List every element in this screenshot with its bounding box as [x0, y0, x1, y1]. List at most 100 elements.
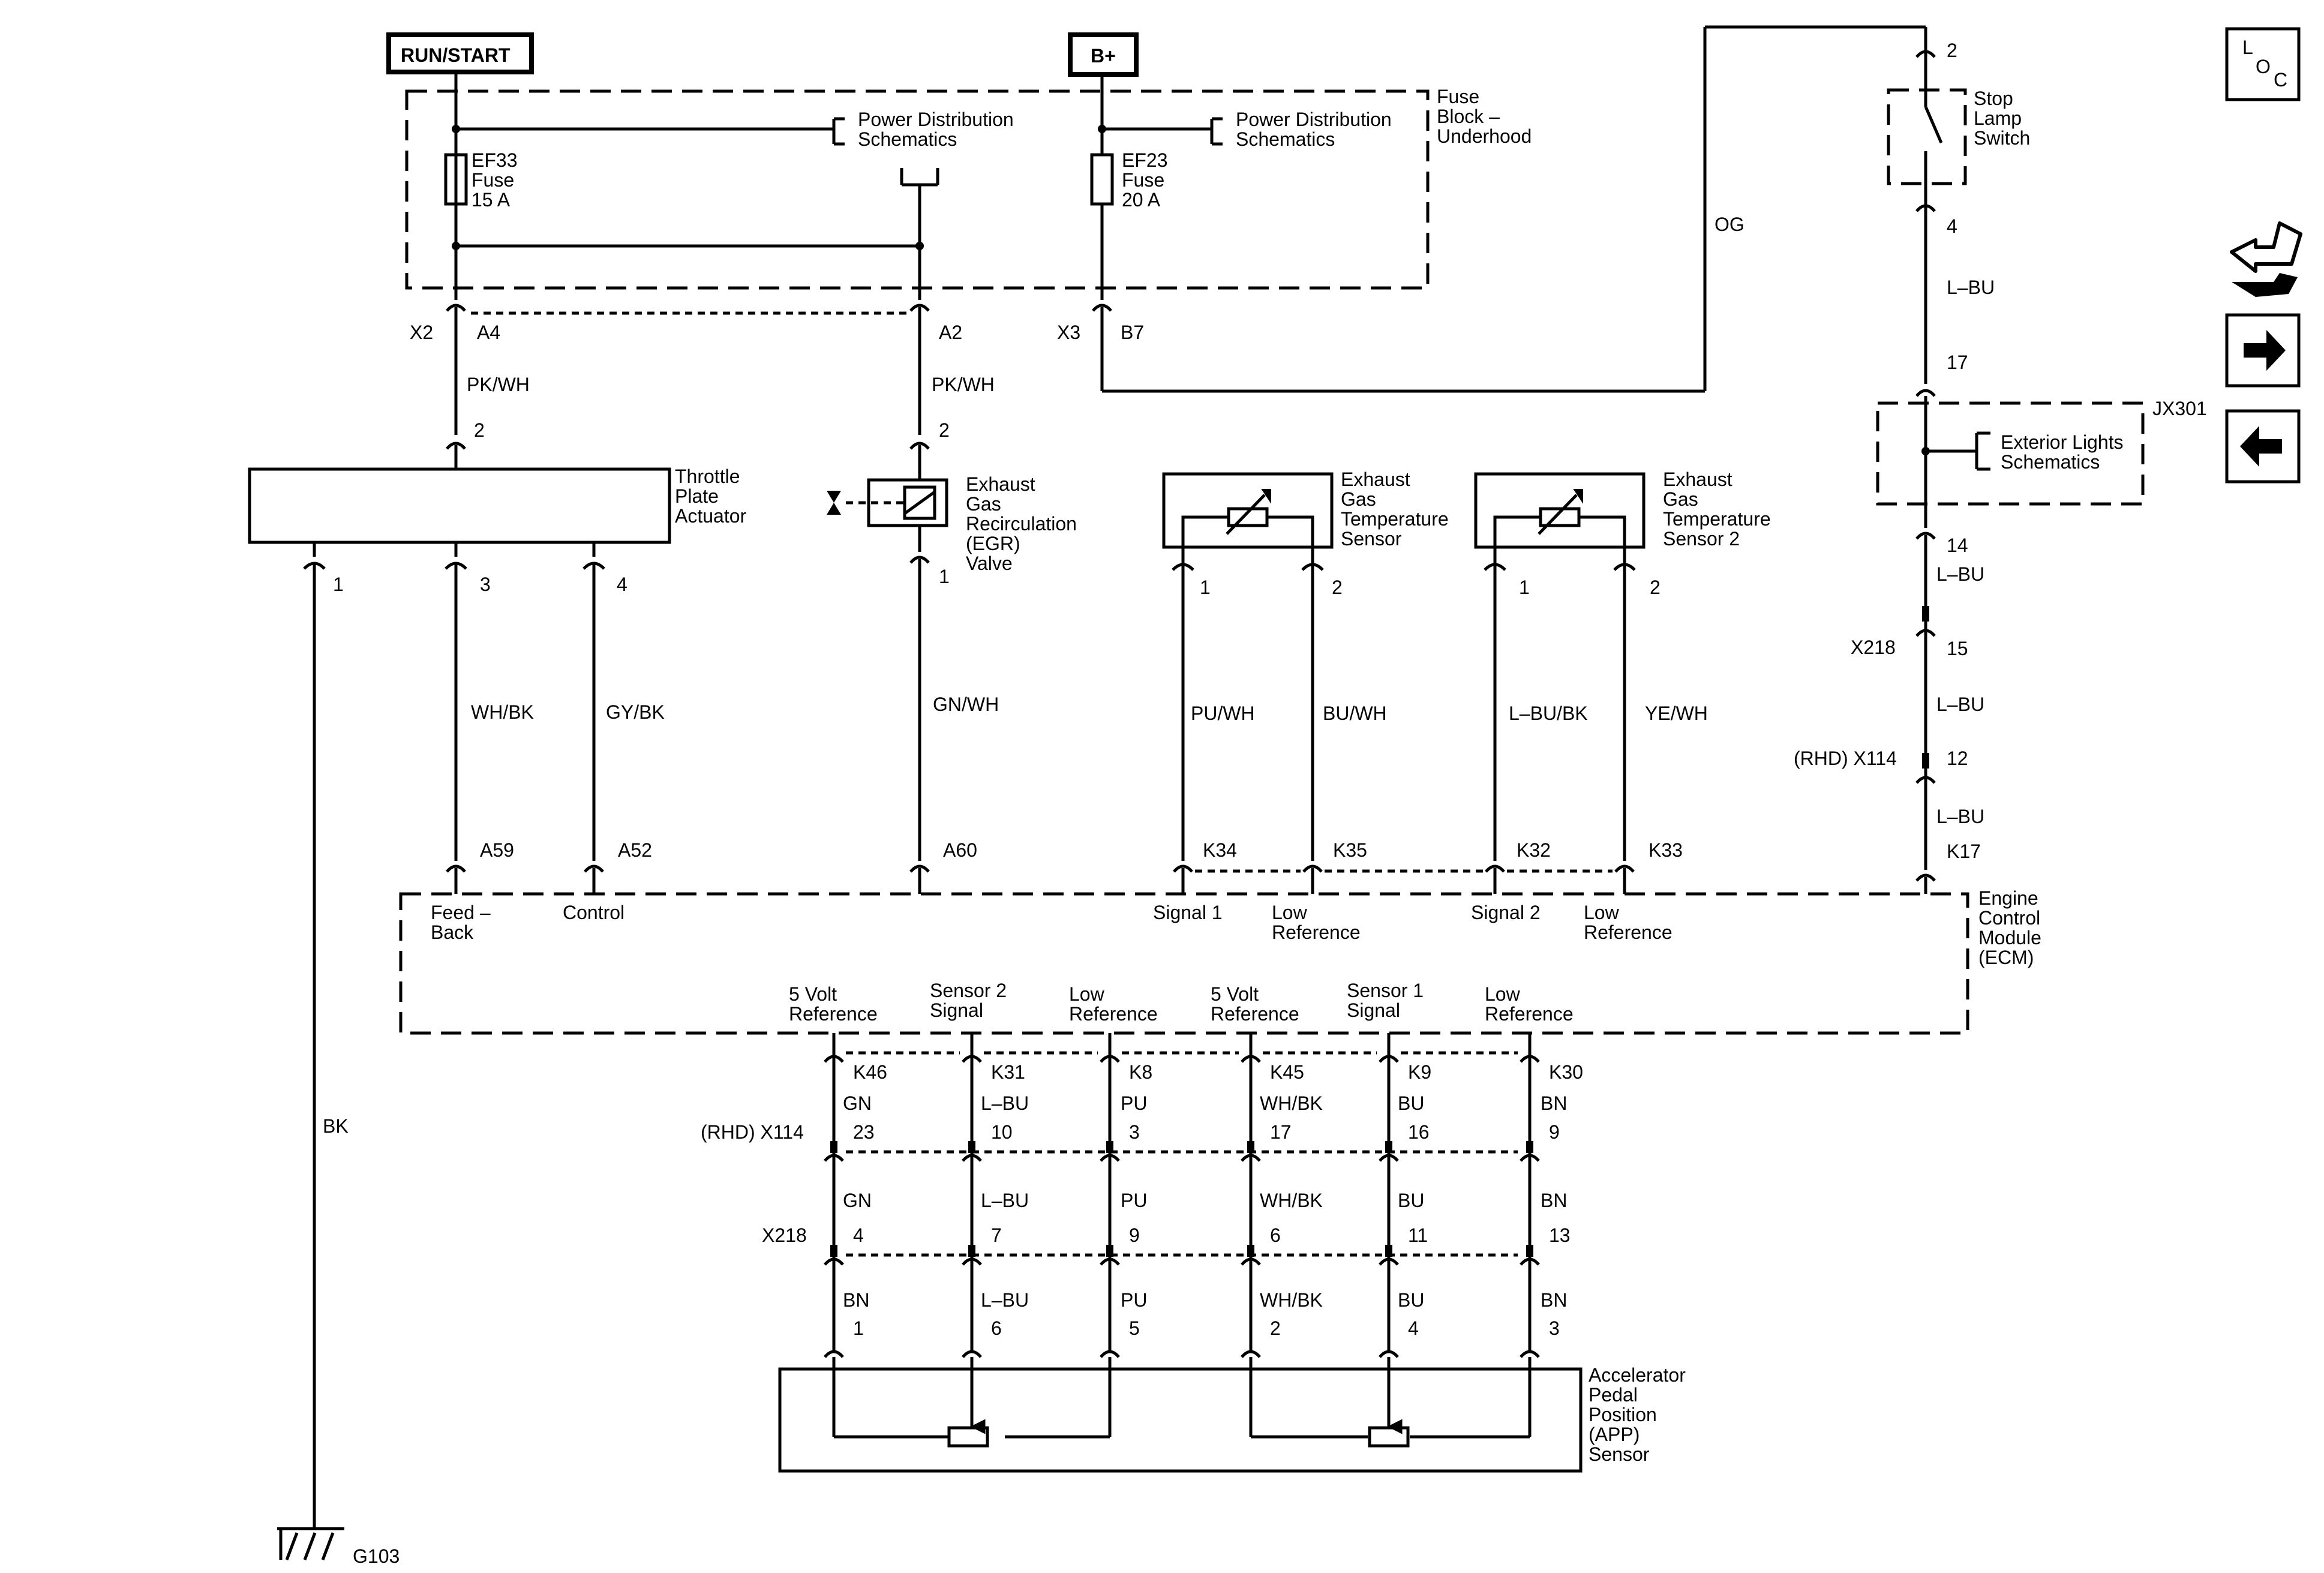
app-sensor: Accelerator Pedal Position (APP) Sensor	[778, 1357, 1686, 1473]
app-pin-4: 4	[1408, 1317, 1419, 1339]
app-sensor-label-4: (APP)	[1589, 1424, 1640, 1445]
wire-pkwh-2-label: PK/WH	[932, 374, 995, 395]
ecm-pin-k30: K30	[1549, 1061, 1583, 1083]
wire-whbk-label: WH/BK	[471, 701, 534, 723]
stop-lamp-pin-bottom: 4	[1947, 215, 1957, 237]
throttle-label-3: Actuator	[675, 505, 747, 527]
ecm-bfunc-3a: Low	[1069, 983, 1105, 1005]
throttle-pin-4: 4	[617, 574, 627, 595]
ecm-func-lowref2-1: Low	[1584, 902, 1620, 923]
app-wire4-color-2: WH/BK	[1260, 1190, 1323, 1211]
x218-pin-9: 9	[1129, 1224, 1140, 1246]
app-wire6-color-2: BN	[1541, 1190, 1567, 1211]
app-wire1-color-2: GN	[843, 1190, 872, 1211]
egts1-label-1: Exhaust	[1341, 469, 1410, 490]
wire-gybk-label: GY/BK	[606, 701, 665, 723]
app-wire6-color-3: BN	[1541, 1289, 1567, 1311]
wire-lbu-4-label: L–BU	[1936, 806, 1984, 827]
wire-gnwh-label: GN/WH	[933, 694, 999, 715]
wire-yewh-label: YE/WH	[1645, 703, 1708, 724]
x114-pin-23: 23	[853, 1121, 875, 1143]
a4-label: A4	[477, 322, 500, 343]
connector-tools-icon[interactable]	[2230, 221, 2302, 297]
jx301-pin-top: 17	[1947, 352, 1968, 373]
ecm-bfunc-5b: Signal	[1347, 999, 1400, 1021]
ecm-func-lowref1-1: Low	[1272, 902, 1308, 923]
egr-label-1: Exhaust	[966, 473, 1035, 495]
ecm-pin-k32: K32	[1517, 839, 1551, 861]
egr-label-3: Recirculation	[966, 513, 1077, 535]
power-dist-2-label-1: Power Distribution	[1236, 109, 1392, 130]
ecm-pin-k35: K35	[1333, 839, 1367, 861]
wire-pkwh-1-label: PK/WH	[467, 374, 530, 395]
jx301-splice: 17 JX301 Exterior Lights Schematics 14 L…	[1876, 352, 2207, 612]
egts1-label-2: Gas	[1341, 488, 1376, 510]
app-wire1-color-3: BN	[843, 1289, 869, 1311]
jx301-label-1: Exterior Lights	[2001, 431, 2124, 453]
app-wire4-color-3: WH/BK	[1260, 1289, 1323, 1311]
fuse-block-underhood: Fuse Block – Underhood	[405, 86, 1532, 290]
app-wire3-color-1: PU	[1121, 1092, 1147, 1114]
throttle-label-2: Plate	[675, 485, 719, 507]
ef23-label-1: EF23	[1122, 149, 1167, 171]
x114-pin-17: 17	[1270, 1121, 1292, 1143]
wire-og-label: OG	[1715, 214, 1744, 235]
wire-buwh-label: BU/WH	[1323, 703, 1387, 724]
egts2-label-3: Temperature	[1663, 508, 1771, 530]
x114-pin-3: 3	[1129, 1121, 1140, 1143]
b-plus-power-tag: B+	[1068, 32, 1139, 77]
egts2-label-1: Exhaust	[1663, 469, 1733, 490]
egr-pin-top: 2	[939, 419, 950, 441]
loc-letter-o: O	[2256, 56, 2271, 77]
egr-valve: 2 1 Exhaust Gas Recirculation (EGR) Valv…	[827, 419, 1077, 861]
loc-letter-c: C	[2274, 69, 2287, 91]
ecm-bfunc-2b: Signal	[930, 999, 983, 1021]
ef23-label-2: Fuse	[1122, 169, 1164, 191]
throttle-label-1: Throttle	[675, 466, 740, 487]
ecm-label-1: Engine	[1978, 887, 2038, 909]
app-wire3-color-2: PU	[1121, 1190, 1147, 1211]
loc-icon[interactable]: L O C	[2225, 27, 2301, 101]
egt-sensor-2: 1 2 Exhaust Gas Temperature Sensor 2 L–B…	[1474, 469, 1771, 861]
ecm-func-signal1: Signal 1	[1153, 902, 1223, 923]
ecm-func-feedback-1: Feed –	[431, 902, 491, 923]
egts1-pin-1: 1	[1200, 577, 1211, 598]
ecm-func-signal2: Signal 2	[1471, 902, 1541, 923]
throttle-pin-3: 3	[480, 574, 491, 595]
jx301-pin-bottom: 14	[1947, 535, 1968, 556]
app-pin-2: 2	[1270, 1317, 1281, 1339]
ecm-pin-a52: A52	[618, 839, 652, 861]
ecm-pin-k46: K46	[853, 1061, 887, 1083]
ecm-pin-k9: K9	[1408, 1061, 1431, 1083]
x2-label: X2	[410, 322, 433, 343]
x114-pin-16: 16	[1408, 1121, 1430, 1143]
forward-arrow-icon[interactable]	[2225, 313, 2301, 388]
ecm-label-2: Control	[1978, 907, 2040, 929]
ef33-label-1: EF33	[472, 149, 517, 171]
ecm-func-feedback-2: Back	[431, 921, 474, 943]
app-sensor-label-5: Sensor	[1589, 1443, 1650, 1465]
fuse-block-label-1: Fuse	[1437, 86, 1479, 107]
app-wire2-color-2: L–BU	[981, 1190, 1029, 1211]
ecm-bfunc-1b: Reference	[789, 1003, 878, 1025]
ecm-func-lowref2-2: Reference	[1584, 921, 1673, 943]
ef23-circuit: EF23 Fuse 20 A	[1090, 74, 1223, 300]
run-start-power-tag: RUN/START	[386, 32, 534, 74]
stop-lamp-label-1: Stop	[1974, 88, 2013, 109]
wire-lbu-2-label: L–BU	[1936, 563, 1984, 585]
power-dist-1-label-1: Power Distribution	[858, 109, 1014, 130]
egts2-label-4: Sensor 2	[1663, 528, 1740, 550]
ecm-pin-k45: K45	[1270, 1061, 1304, 1083]
ecm-func-lowref1-2: Reference	[1272, 921, 1361, 943]
ecm-module: A59 A52 A60 K34 K35 K32 K33 Feed – Back …	[399, 839, 2041, 1035]
ecm-label-4: (ECM)	[1978, 947, 2034, 968]
x114-pin-10: 10	[991, 1121, 1013, 1143]
ecm-pin-k34: K34	[1203, 839, 1237, 861]
throttle-plate-actuator: 2 Throttle Plate Actuator 1 3 4 WH/BK GY…	[248, 419, 747, 1527]
ecm-bfunc-6b: Reference	[1485, 1003, 1574, 1025]
loc-letter-l: L	[2242, 37, 2253, 58]
ecm-bfunc-2a: Sensor 2	[930, 980, 1007, 1001]
x218-right-label: X218	[1851, 637, 1896, 658]
back-arrow-icon[interactable]	[2225, 409, 2301, 484]
throttle-body	[248, 467, 671, 544]
